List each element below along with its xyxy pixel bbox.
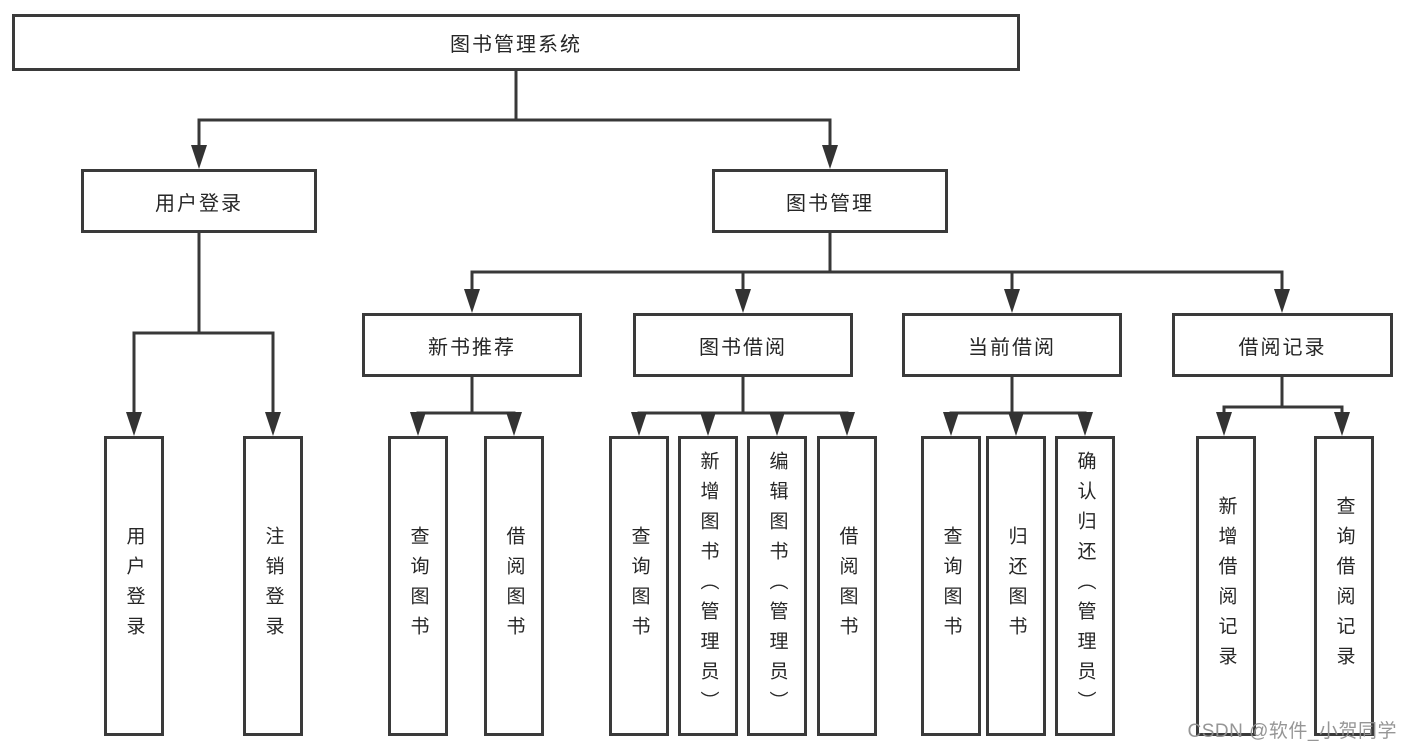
connector-book-management (464, 231, 1290, 313)
node-user-login: 用户登录 (81, 169, 317, 233)
arrow-down-icon (735, 289, 751, 313)
arrow-down-icon (126, 412, 142, 436)
node-new-book-recommendation: 新书推荐 (362, 313, 582, 377)
arrow-down-icon (1004, 289, 1020, 313)
leaf-confirm-return-admin: 确认归还（管理员） (1055, 436, 1115, 736)
leaf-return-book: 归还图书 (986, 436, 1046, 736)
leaf-add-borrow-record: 新增借阅记录 (1196, 436, 1256, 736)
leaf-label: 用户登录 (123, 526, 145, 646)
leaf-user-login: 用户登录 (104, 436, 164, 736)
connector-new-book-recommendation (410, 375, 522, 436)
arrow-down-icon (631, 412, 647, 436)
leaf-borrow-book-borrowing: 借阅图书 (817, 436, 877, 736)
leaf-query-book-recommend: 查询图书 (388, 436, 448, 736)
leaf-label: 查询图书 (940, 526, 962, 646)
leaf-logout-login: 注销登录 (243, 436, 303, 736)
leaf-label: 确认归还（管理员） (1074, 451, 1096, 721)
node-current-borrowing: 当前借阅 (902, 313, 1122, 377)
arrow-down-icon (265, 412, 281, 436)
arrow-down-icon (464, 289, 480, 313)
node-book-borrowing: 图书借阅 (633, 313, 853, 377)
leaf-label: 借阅图书 (836, 526, 858, 646)
arrow-down-icon (943, 412, 959, 436)
arrow-down-icon (1274, 289, 1290, 313)
leaf-label: 归还图书 (1005, 526, 1027, 646)
arrow-down-icon (1008, 412, 1024, 436)
connector-current-borrowing (943, 375, 1093, 436)
node-book-management: 图书管理 (712, 169, 948, 233)
connector-book-borrowing (631, 375, 855, 436)
leaf-add-book-admin: 新增图书（管理员） (678, 436, 738, 736)
arrow-down-icon (191, 145, 207, 169)
arrow-down-icon (410, 412, 426, 436)
arrow-down-icon (769, 412, 785, 436)
arrow-down-icon (1334, 412, 1350, 436)
node-library-management-system: 图书管理系统 (12, 14, 1020, 71)
leaf-label: 借阅图书 (503, 526, 525, 646)
leaf-label: 查询图书 (628, 526, 650, 646)
leaf-label: 新增图书（管理员） (697, 451, 719, 721)
connector-user-login (126, 231, 281, 436)
arrow-down-icon (1077, 412, 1093, 436)
leaf-query-borrow-record: 查询借阅记录 (1314, 436, 1374, 736)
leaf-label: 查询图书 (407, 526, 429, 646)
arrow-down-icon (1216, 412, 1232, 436)
arrow-down-icon (822, 145, 838, 169)
leaf-label: 新增借阅记录 (1215, 496, 1237, 676)
leaf-edit-book-admin: 编辑图书（管理员） (747, 436, 807, 736)
leaf-label: 编辑图书（管理员） (766, 451, 788, 721)
leaf-query-book-borrowing: 查询图书 (609, 436, 669, 736)
connector-root (191, 69, 838, 169)
connector-borrowing-records (1216, 375, 1350, 436)
arrow-down-icon (700, 412, 716, 436)
node-borrowing-records: 借阅记录 (1172, 313, 1393, 377)
leaf-label: 注销登录 (262, 526, 284, 646)
leaf-borrow-book-recommend: 借阅图书 (484, 436, 544, 736)
leaf-label: 查询借阅记录 (1333, 496, 1355, 676)
arrow-down-icon (839, 412, 855, 436)
csdn-watermark: CSDN @软件_小贺同学 (1187, 721, 1397, 742)
arrow-down-icon (506, 412, 522, 436)
leaf-query-book-current: 查询图书 (921, 436, 981, 736)
